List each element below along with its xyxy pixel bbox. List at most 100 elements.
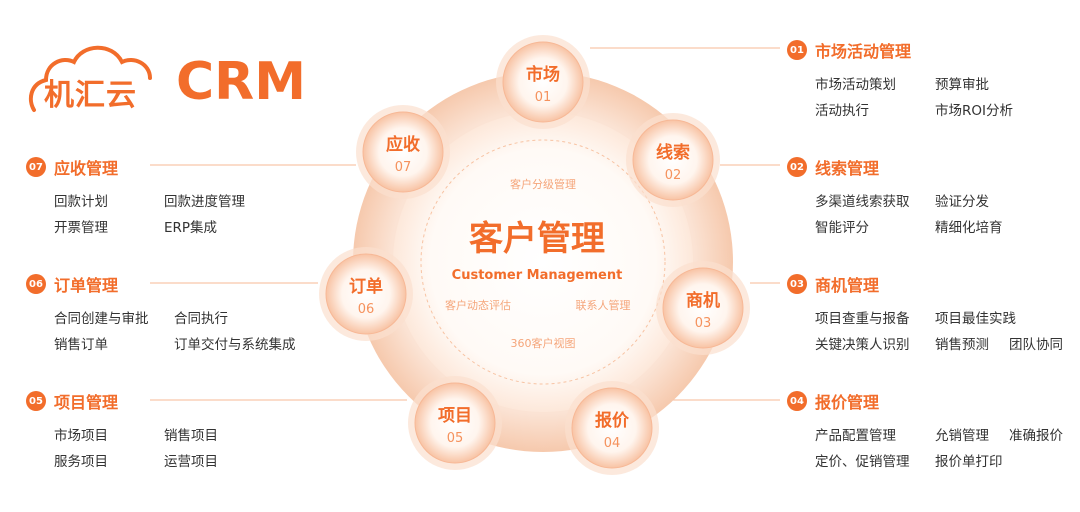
panel-item: 订单交付与系统集成 [174, 337, 296, 353]
panel-items: 合同创建与审批合同执行销售订单订单交付与系统集成 [26, 304, 316, 356]
node-circle [571, 387, 653, 469]
panel-number-badge: 01 [787, 40, 807, 60]
ring-label-segmentation: 客户分级管理 [510, 177, 576, 191]
panel-number-badge: 07 [26, 157, 46, 177]
panel-item: 市场项目 [54, 428, 108, 444]
panel-title: 商机管理 [815, 276, 880, 295]
panel-items: 市场项目 销售项目服务项目运营项目 [26, 421, 316, 473]
panel-title: 应收管理 [54, 159, 119, 178]
panel-row: 智能评分精细化培育 [787, 213, 1077, 239]
panel-item: 产品配置管理 [815, 428, 896, 444]
panel-item: 团队协同 [1009, 337, 1063, 353]
panel-row: 服务项目运营项目 [26, 447, 316, 473]
panel-item: 项目查重与报备 [815, 311, 910, 327]
panel-item: 项目最佳实践 [935, 311, 1016, 327]
panel-item: 销售项目 [164, 428, 218, 444]
panel-title: 项目管理 [54, 393, 119, 412]
node-name: 订单 [349, 276, 383, 297]
node-name: 商机 [686, 290, 720, 311]
panel-item: 验证分发 [935, 194, 989, 210]
panel-title: 订单管理 [54, 276, 119, 295]
node-number: 04 [604, 436, 621, 451]
node-circle [502, 41, 584, 123]
panel-header: 03 商机管理 [787, 272, 1077, 296]
node-circle [662, 267, 744, 349]
panel-number-badge: 02 [787, 157, 807, 177]
panel-item: 运营项目 [164, 454, 218, 470]
panel-row: 回款计划 回款进度管理 [26, 187, 316, 213]
cycle-node: 市场 01 [496, 35, 590, 129]
panel-item: 智能评分 [815, 220, 869, 236]
panel-number-badge: 03 [787, 274, 807, 294]
inner-dashed-ring [420, 139, 666, 385]
panel-row: 产品配置管理 允销管理 准确报价 [787, 421, 1077, 447]
panel-items: 产品配置管理 允销管理 准确报价定价、促销管理报价单打印 [787, 421, 1077, 473]
panel-item: 定价、促销管理 [815, 454, 910, 470]
panel-06: 06 订单管理合同创建与审批合同执行销售订单订单交付与系统集成 [26, 272, 316, 356]
ring-label-dynamic-eval: 客户动态评估 [445, 298, 511, 312]
node-number: 03 [695, 316, 712, 331]
panel-row: 合同创建与审批合同执行 [26, 304, 316, 330]
logo-crm-text: CRM [176, 52, 306, 112]
cycle-nodes: 市场 01 线索 02 商机 03 报价 04 项目 05 订单 06 应收 07 [319, 35, 750, 475]
panel-number-badge: 05 [26, 391, 46, 411]
panel-row: 项目查重与报备 项目最佳实践 [787, 304, 1077, 330]
node-number: 06 [358, 302, 375, 317]
ring-label-contacts: 联系人管理 [576, 298, 631, 312]
cycle-node: 报价 04 [565, 381, 659, 475]
panel-item: 准确报价 [1009, 428, 1063, 444]
panel-number-badge: 04 [787, 391, 807, 411]
panel-header: 06 订单管理 [26, 272, 316, 296]
panel-item: 预算审批 [935, 77, 989, 93]
panel-item: 回款计划 [54, 194, 108, 210]
panel-item: 回款进度管理 [164, 194, 245, 210]
panel-title: 线索管理 [815, 159, 880, 178]
node-name: 项目 [438, 406, 472, 426]
panel-item: 活动执行 [815, 103, 869, 119]
panel-05: 05 项目管理市场项目 销售项目服务项目运营项目 [26, 389, 316, 473]
node-number: 07 [395, 160, 412, 175]
panel-item: 允销管理 [935, 428, 989, 444]
panel-row: 活动执行 市场ROI分析 [787, 96, 1077, 122]
panel-header: 07 应收管理 [26, 155, 316, 179]
panel-title: 市场活动管理 [815, 42, 912, 61]
panel-header: 02 线索管理 [787, 155, 1077, 179]
panel-items: 多渠道线索获取 验证分发智能评分精细化培育 [787, 187, 1077, 239]
panel-item: 市场ROI分析 [935, 103, 1013, 119]
panel-number-badge: 06 [26, 274, 46, 294]
cycle-node: 线索 02 [626, 113, 720, 207]
node-number: 05 [447, 431, 464, 446]
panel-title: 报价管理 [815, 393, 880, 412]
cycle-node: 项目 05 [408, 376, 502, 470]
ring-label-360-view: 360客户视图 [511, 336, 576, 350]
panel-row: 定价、促销管理报价单打印 [787, 447, 1077, 473]
panel-item: 关键决策人识别 [815, 337, 910, 353]
panel-item: 市场活动策划 [815, 77, 896, 93]
cloud-logo-icon [28, 45, 152, 112]
node-circle [325, 253, 407, 335]
node-name: 线索 [656, 142, 690, 163]
panel-02: 02 线索管理多渠道线索获取 验证分发智能评分精细化培育 [787, 155, 1077, 239]
panel-item: 多渠道线索获取 [815, 194, 910, 210]
panel-items: 项目查重与报备 项目最佳实践关键决策人识别销售预测团队协同 [787, 304, 1077, 356]
node-name: 市场 [526, 64, 560, 85]
center-title: 客户管理 [469, 219, 605, 259]
panel-row: 多渠道线索获取 验证分发 [787, 187, 1077, 213]
panel-header: 05 项目管理 [26, 389, 316, 413]
cycle-node: 订单 06 [319, 247, 413, 341]
cycle-node: 应收 07 [356, 105, 450, 199]
panel-header: 04 报价管理 [787, 389, 1077, 413]
panel-row: 关键决策人识别销售预测团队协同 [787, 330, 1077, 356]
cycle-node: 商机 03 [656, 261, 750, 355]
panel-item: 合同创建与审批 [54, 311, 149, 327]
node-number: 01 [535, 90, 552, 105]
connector-lines [150, 47, 780, 401]
node-name: 应收 [386, 134, 420, 155]
node-name: 报价 [595, 410, 630, 431]
node-circle [362, 111, 444, 193]
node-number: 02 [665, 168, 682, 183]
